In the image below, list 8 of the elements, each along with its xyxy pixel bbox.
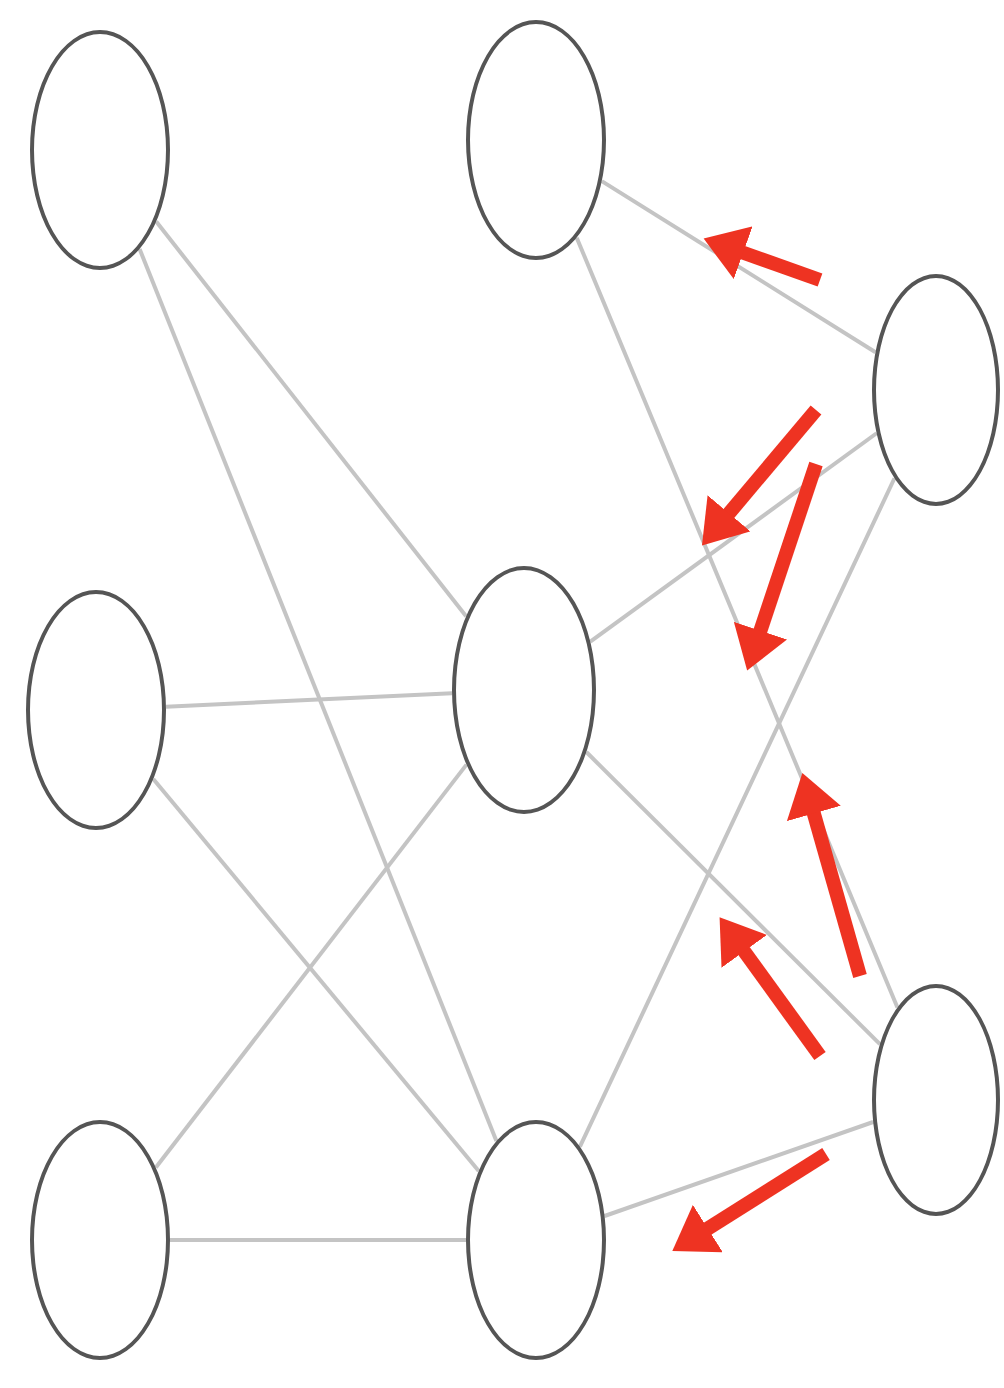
connector-line [584, 750, 882, 1046]
connector-line [578, 477, 897, 1148]
connector-line [165, 691, 453, 709]
connector-line [137, 248, 499, 1142]
connector-line [154, 220, 468, 618]
connector-line [170, 1238, 466, 1242]
connector-line [574, 236, 900, 1009]
connector-line [603, 1120, 874, 1218]
